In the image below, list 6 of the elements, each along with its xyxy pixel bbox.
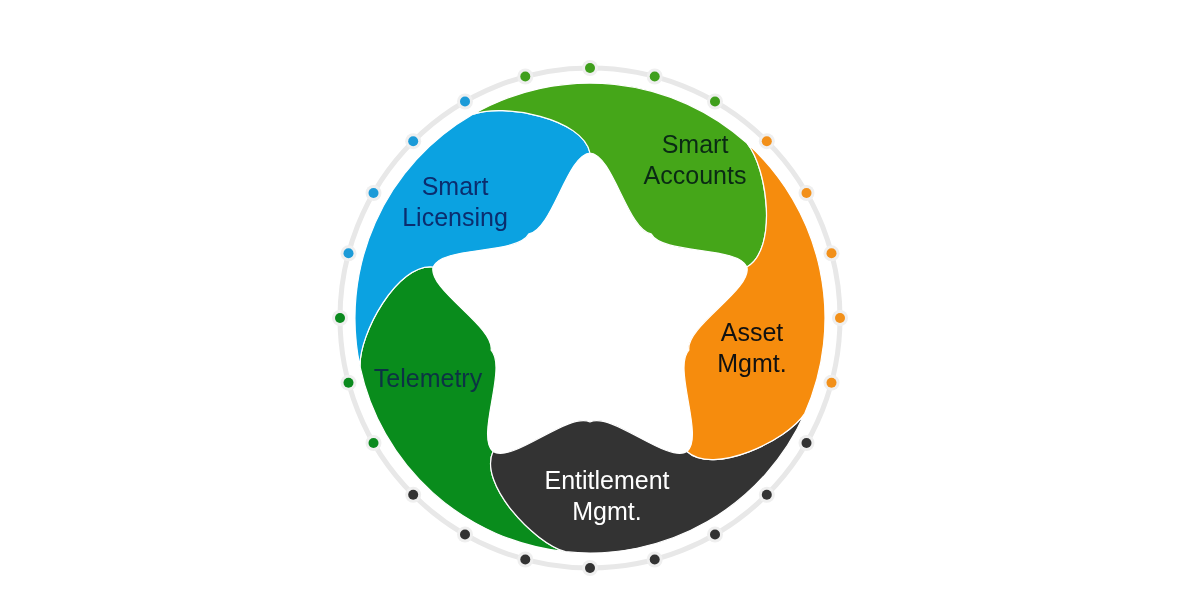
ring-segment — [354, 110, 590, 367]
segment-label: Telemetry — [373, 362, 483, 394]
segment-label: Asset Mgmt. — [716, 317, 788, 379]
segment-label: Smart Licensing — [401, 171, 509, 233]
segment-label: Entitlement Mgmt. — [543, 465, 671, 527]
segment-label: Smart Accounts — [643, 129, 747, 191]
